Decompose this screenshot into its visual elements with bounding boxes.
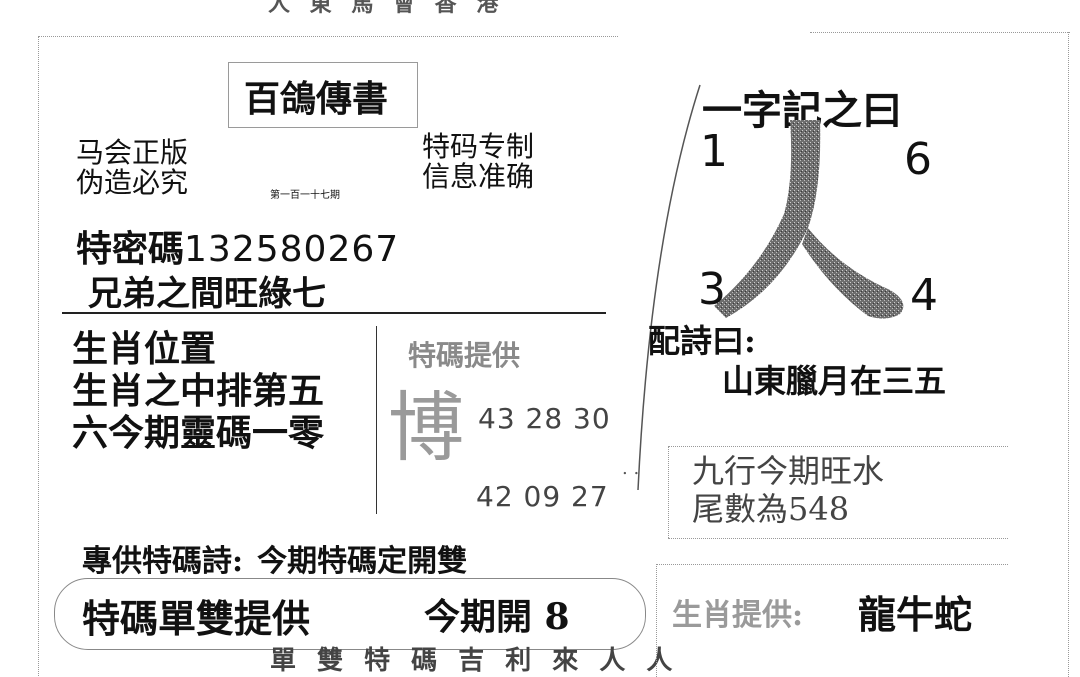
- zodiac-position-block: 生肖位置 生肖之中排第五 六今期靈碼一零: [72, 328, 324, 454]
- poem-pair-label: 配詩曰:: [648, 322, 756, 360]
- notes-right: 特码专制 信息准确: [422, 132, 534, 192]
- left-border: [38, 36, 39, 676]
- notes-left: 马会正版 伪造必究: [76, 138, 188, 198]
- right-border: [1068, 32, 1069, 677]
- top-border: [38, 36, 618, 37]
- note-left-1: 马会正版: [76, 136, 189, 169]
- riddle-num-bottom-right: 4: [910, 270, 938, 321]
- secret-code-label: 特密碼: [76, 228, 185, 270]
- section-divider: [62, 312, 606, 314]
- note-right-2: 信息准确: [422, 160, 535, 193]
- zodiac-position-2: 生肖之中排第五: [72, 370, 325, 412]
- poem-pair-text: 山東臘月在三五: [722, 362, 947, 400]
- single-double-label: 特碼單雙提供: [82, 596, 311, 641]
- dots: . .: [622, 458, 640, 479]
- zodiac-provide-label: 生肖提供:: [672, 598, 804, 633]
- note-right-1: 特码专制: [422, 130, 535, 163]
- zodiac-position-1: 生肖位置: [72, 328, 217, 370]
- provide-big-char: 博: [388, 383, 464, 472]
- single-double-cut: 單 雙 特 碼 吉 利 來 人 人: [270, 646, 679, 676]
- zodiac-provide-value: 龍牛蛇: [858, 592, 973, 637]
- single-double-box: [54, 578, 646, 650]
- riddle-num-bottom-left: 3: [698, 264, 726, 315]
- zodiac-provide-left-line: [656, 564, 657, 677]
- big-person-glyph: [714, 120, 904, 319]
- zodiac-provide-top-line: [656, 564, 1008, 565]
- brothers-line: 兄弟之間旺綠七: [88, 274, 326, 314]
- issue-number: 第一百一十七期: [270, 190, 340, 201]
- secret-code-digits: 132580267: [184, 229, 400, 270]
- note-left-2: 伪造必究: [76, 166, 189, 199]
- title-box: [228, 62, 418, 128]
- provide-row-1: 43 28 30: [478, 402, 611, 435]
- five-elements-1: 九行今期旺水: [692, 452, 885, 490]
- top-right-border: [810, 32, 1070, 33]
- five-elements-top-line: [668, 446, 1008, 447]
- poem-line-text: 今期特碼定開雙: [257, 544, 468, 579]
- poem-line-label: 專供特碼詩:: [82, 544, 244, 579]
- secret-code: 特密碼132580267: [76, 220, 399, 272]
- riddle-num-top-right: 6: [904, 134, 932, 185]
- zodiac-position-3: 六今期靈碼一零: [72, 412, 325, 454]
- five-elements-block: 九行今期旺水 尾數為548: [692, 452, 884, 528]
- provide-title: 特碼提供: [408, 339, 521, 372]
- header-cut-text: 人 東 馬 會 香 港: [268, 0, 505, 17]
- provide-row-2: 42 09 27: [476, 480, 609, 513]
- riddle-num-top-left: 1: [700, 126, 728, 177]
- single-double-value: 今期開 8: [424, 596, 570, 638]
- five-elements-bottom-line: [668, 538, 1008, 539]
- poem-line: 專供特碼詩: 今期特碼定開雙: [82, 536, 467, 580]
- vertical-divider: [376, 326, 377, 514]
- five-elements-2: 尾數為548: [692, 490, 850, 528]
- curve-line: [637, 84, 701, 491]
- five-elements-left-line: [668, 446, 669, 538]
- page-title: 百鴿傳書: [244, 78, 389, 120]
